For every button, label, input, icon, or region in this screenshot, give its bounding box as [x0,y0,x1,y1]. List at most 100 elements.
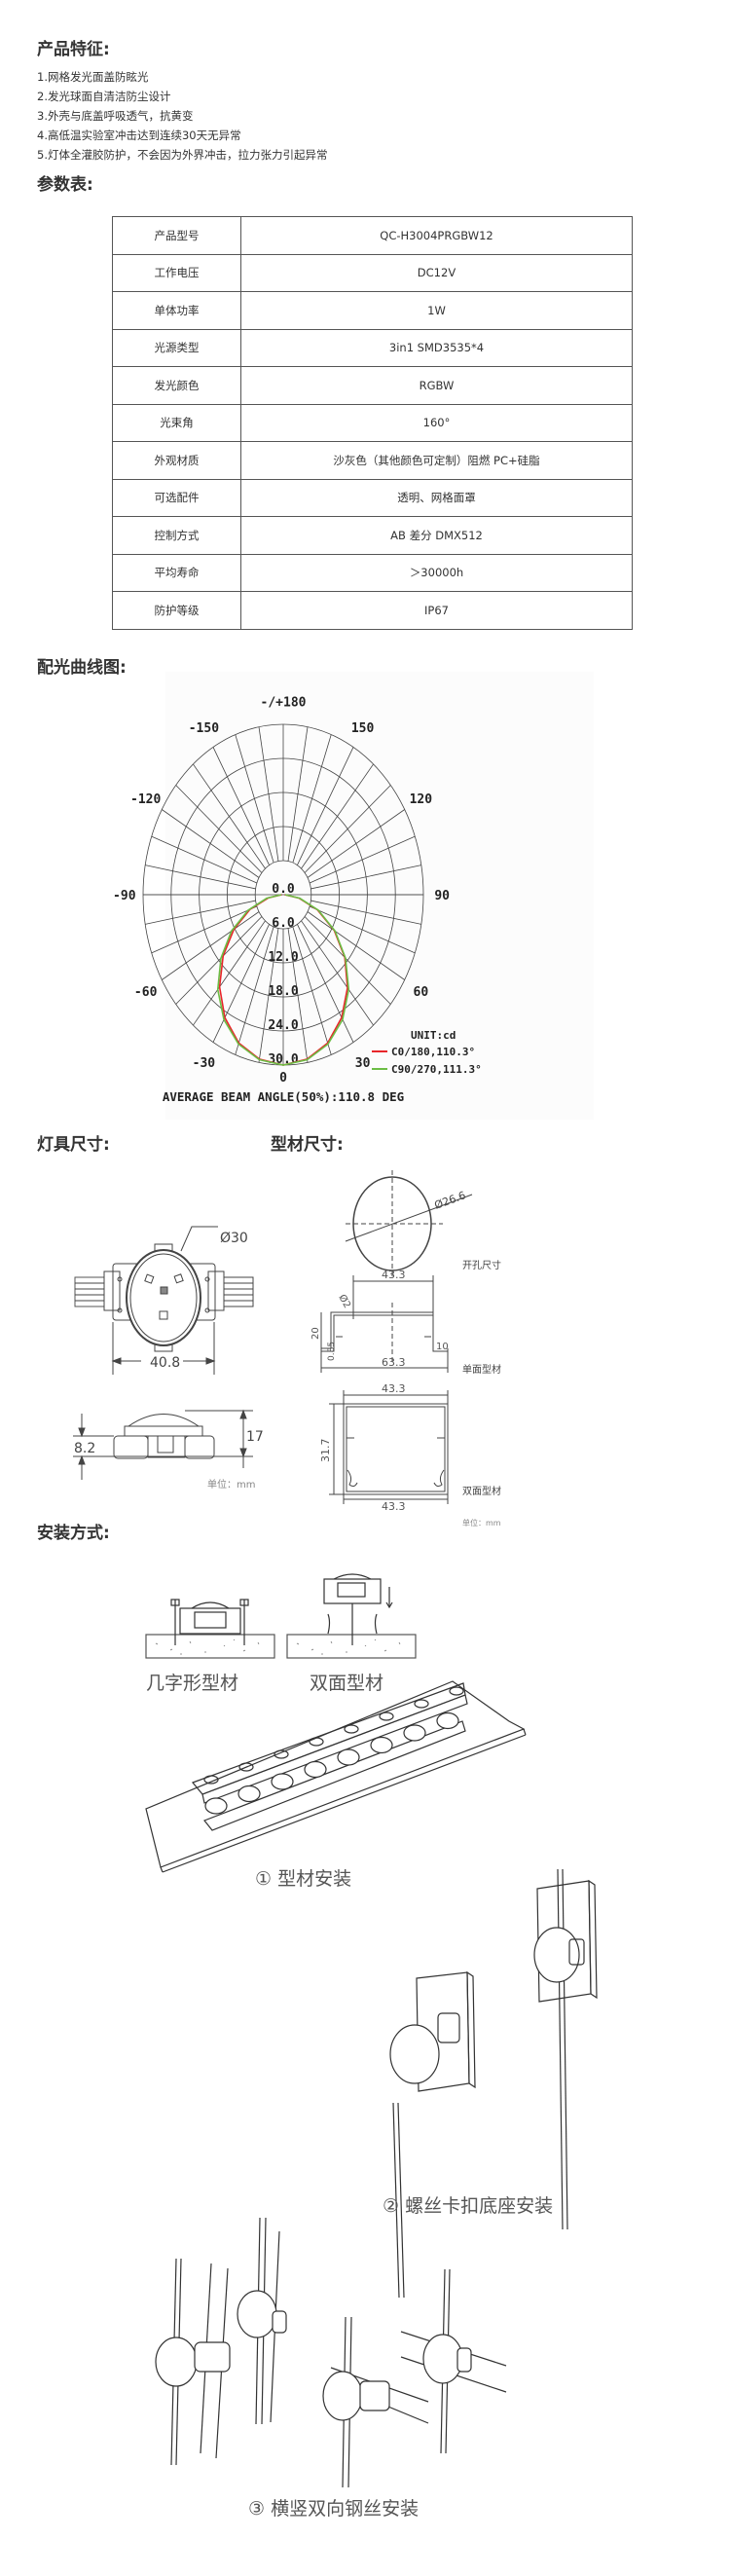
angle-tick-label: 120 [410,792,433,807]
polar-spoke [258,726,279,862]
spec-key: 单体功率 [112,291,241,330]
spec-value: 160° [240,403,633,442]
omega-profile-label: 几字形型材 [146,1673,238,1694]
polar-spoke [258,928,279,1063]
polar-spoke [304,916,391,1005]
lamp-node [436,1711,459,1730]
spec-key: 控制方式 [112,516,241,555]
hole-drawing [345,1170,473,1277]
spec-key: 防护等级 [112,591,241,630]
angle-tick-label: 30 [355,1056,371,1071]
polar-spoke [212,924,270,1043]
angle-tick-label: -60 [134,985,158,1000]
single-thickness-label: 0.85 [327,1342,337,1361]
ring-tick-label: 24.0 [268,1018,298,1033]
profile-hole [238,1762,254,1772]
double-profile-install-label: 双面型材 [310,1673,383,1694]
spec-value: 1W [240,291,633,330]
polar-spoke [145,865,256,890]
feature-item: 2.发光球面自清洁防尘设计 [37,90,171,103]
features-list: 1.网格发光面盖防眩光 2.发光球面自清洁防尘设计 3.外壳与底盖呼吸透气，抗黄… [37,67,327,165]
lamp-side-view [73,1409,253,1480]
angle-tick-label: -30 [193,1056,216,1071]
spec-key: 产品型号 [112,216,241,255]
polar-spoke [301,763,374,869]
angle-tick-label: -120 [130,792,161,807]
lamp-dimensions-heading: 灯具尺寸: [37,1135,110,1155]
polar-spoke [307,809,405,878]
single-profile-drawing [320,1275,449,1373]
polar-spoke [301,920,374,1026]
spec-row: 可选配件透明、网格面罩 [112,478,633,517]
legend-label: C0/180,110.3° [391,1046,475,1058]
lamp-node [304,1760,327,1779]
spec-key: 光束角 [112,403,241,442]
polar-spoke [310,900,421,925]
profile-hole [379,1711,394,1721]
features-heading: 产品特征: [37,40,110,59]
profile-dimensions-heading: 型材尺寸: [271,1135,344,1155]
angle-tick-label: -/+180 [261,696,307,711]
angle-tick-label: 150 [351,721,375,736]
unit-label: UNIT:cd [411,1029,456,1042]
polar-spoke [310,865,421,890]
spec-value: IP67 [240,591,633,630]
single-hole-label: Ø2 [336,1293,353,1310]
profile-hole [344,1724,359,1734]
polar-spoke [175,916,263,1005]
beam-angle-footer: AVERAGE BEAM ANGLE(50%):110.8 DEG [163,1089,404,1104]
feature-item: 5.灯体全灌胶防护，不会因为外界冲击，拉力张力引起异常 [37,148,328,162]
double-profile-label: 双面型材 [462,1485,501,1497]
polar-spoke [297,924,354,1043]
double-top-width-label: 43.3 [382,1382,406,1395]
steel-wire-install-illustration [155,2217,507,2488]
angle-tick-label: 60 [414,985,429,1000]
omega-profile-illustration [145,1599,275,1659]
spec-value: QC-H3004PRGBW12 [240,216,633,255]
single-height-label: 20 [310,1327,321,1340]
spec-value: 透明、网格面罩 [240,478,633,517]
spec-value: DC12V [240,253,633,292]
feature-item: 4.高低温实验室冲击达到连续30天无异常 [37,129,241,142]
angle-tick-label: -90 [113,889,136,903]
polar-spoke [287,928,309,1063]
method3-caption: ③ 横竖双向钢丝安装 [248,2498,419,2520]
lamp-node [370,1736,393,1754]
spec-key: 工作电压 [112,253,241,292]
polar-spoke [292,926,332,1055]
polar-spoke [151,835,258,884]
angle-tick-label: 90 [434,889,450,903]
polar-spoke [292,734,332,864]
polar-spoke [162,911,260,980]
install-heading: 安装方式: [37,1524,110,1543]
double-profile-illustration [286,1573,417,1659]
photometric-heading: 配光曲线图: [37,658,127,678]
method1-caption: ① 型材安装 [255,1868,351,1890]
method2-caption: ② 螺丝卡扣底座安装 [383,2195,553,2217]
polar-spoke [287,726,309,862]
single-profile-label: 单面型材 [462,1363,501,1376]
lamp-node [237,1785,261,1803]
double-height-label: 31.7 [319,1439,332,1463]
hole-diameter-label: Ø26.6 [433,1189,468,1212]
lamp-node [403,1724,426,1742]
lamp-height-label: 17 [246,1429,264,1445]
hole-size-label: 开孔尺寸 [462,1259,501,1271]
ring-tick-label: 6.0 [272,916,295,931]
spec-row: 平均寿命＞30000h [112,553,633,592]
ring-tick-label: 12.0 [268,950,298,965]
spec-value: 沙灰色（其他颜色可定制）阻燃 PC+硅脂 [240,441,633,480]
lamp-unit-label: 单位：mm [207,1478,255,1490]
feature-item: 1.网格发光面盖防眩光 [37,70,149,84]
polar-spoke [297,747,354,865]
polar-spoke [151,905,258,954]
single-flange-label: 10 [436,1342,449,1352]
spec-value: AB 差分 DMX512 [240,516,633,555]
profile-hole [414,1699,429,1709]
spec-key: 光源类型 [112,328,241,367]
angle-tick-label: 0 [279,1071,287,1086]
